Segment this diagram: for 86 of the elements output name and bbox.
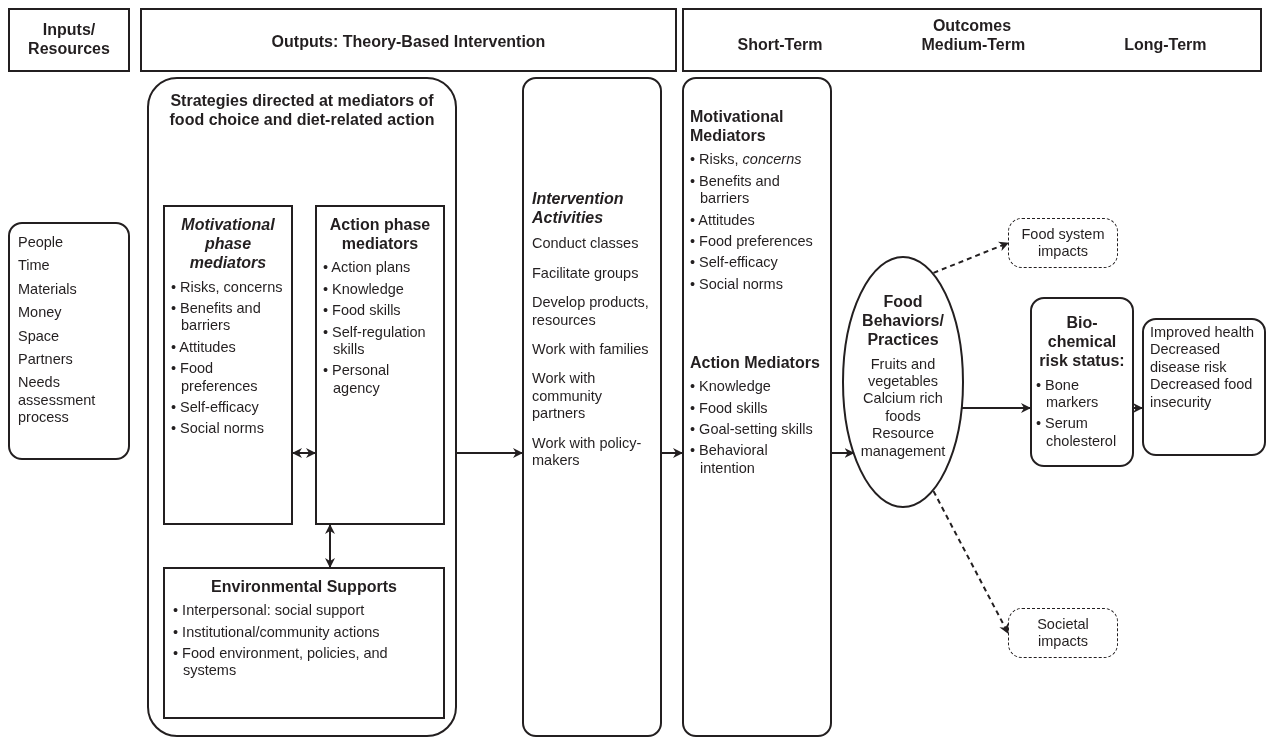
arrow: [831, 448, 855, 458]
rounded-box: [1030, 297, 1134, 467]
heading: Environmental Supports: [210, 577, 398, 597]
list-item: • Personal agency: [323, 362, 391, 398]
list-item: • Risks, concerns: [690, 151, 803, 169]
dashed-rounded-box: [1008, 608, 1118, 658]
rounded-box: [1142, 318, 1266, 456]
arrow: [292, 448, 316, 458]
list-item: Decreased food insecurity: [1150, 376, 1254, 411]
list-item: Money: [18, 304, 63, 322]
heading: Outcomes: [931, 16, 1013, 36]
column-heading: Short-Term: [737, 35, 823, 55]
list-item: • Bone markers: [1036, 376, 1100, 412]
heading: Inputs/ Resources: [27, 20, 111, 59]
list-item: • Behavioral intention: [690, 442, 769, 478]
oval-shape: [842, 256, 964, 508]
list-item: Work with community partners: [532, 370, 604, 423]
list-item: Improved health: [1150, 324, 1255, 342]
heading: Food Behaviors/ Practices: [861, 292, 945, 350]
list-item: Decreased disease risk: [1150, 341, 1228, 377]
box-text: Societal impacts: [1036, 615, 1090, 651]
list-item: • Self-efficacy: [171, 398, 260, 417]
arrow: [932, 241, 1009, 274]
arrow: [932, 490, 1009, 634]
oval-text: Resource management: [859, 425, 947, 460]
heading: Motivational phase mediators: [180, 215, 276, 273]
rounded-box: [8, 222, 130, 460]
list-item: Space: [18, 327, 61, 345]
list-item: • Social norms: [690, 275, 784, 294]
arrow: [456, 448, 523, 458]
list-item: • Action plans: [323, 259, 412, 277]
mediator-box: [315, 205, 445, 525]
arrow: [960, 403, 1031, 413]
list-item: • Benefits and barriers: [690, 172, 781, 208]
list-item: • Food preferences: [171, 360, 259, 395]
column-header-box: [140, 8, 677, 72]
list-item: • Self-efficacy: [690, 254, 779, 272]
mediator-box: [163, 205, 293, 525]
list-item: Partners: [18, 350, 74, 369]
list-item: Time: [18, 257, 51, 275]
rounded-box: [682, 77, 832, 737]
oval-text: Calcium rich foods: [862, 390, 944, 426]
column-heading: Medium-Term: [921, 35, 1026, 55]
list-item: Materials: [18, 280, 78, 299]
column-header-box: [8, 8, 130, 72]
list-item: • Knowledge: [690, 378, 772, 396]
list-item: • Food preferences: [690, 232, 814, 251]
list-item: • Attitudes: [690, 211, 756, 229]
list-item: • Social norms: [171, 420, 265, 438]
heading: Strategies directed at mediators of food choice and diet-related action: [168, 91, 436, 130]
rounded-panel: [147, 77, 457, 737]
arrow: [661, 448, 683, 458]
list-item: • Self-regulation skills: [323, 323, 427, 359]
list-item: Develop products, resources: [532, 294, 650, 329]
list-item: • Goal-setting skills: [690, 421, 814, 439]
heading: Motivational Mediators: [690, 107, 785, 146]
list-item: Conduct classes: [532, 235, 640, 253]
heading: Action Mediators: [690, 353, 821, 373]
heading: Outputs: Theory-Based Intervention: [270, 32, 547, 52]
list-item: • Serum cholesterol: [1036, 415, 1118, 451]
list-item: • Attitudes: [171, 338, 237, 357]
list-item: People: [18, 234, 65, 252]
column-heading: Long-Term: [1124, 35, 1207, 55]
list-item: • Risks, concerns: [171, 278, 284, 296]
heading: Intervention Activities: [532, 189, 625, 228]
dashed-rounded-box: [1008, 218, 1118, 268]
list-item: • Food skills: [690, 399, 769, 418]
rounded-box: [522, 77, 662, 737]
heading: Action phase mediators: [328, 215, 432, 254]
list-item: • Interpersonal: social support: [173, 602, 366, 620]
list-item: • Food skills: [323, 302, 402, 320]
list-item: Needs assessment process: [18, 374, 97, 427]
arrow: [1133, 403, 1143, 413]
list-item: • Food environment, policies, and systems: [173, 644, 389, 680]
arrow: [325, 524, 335, 568]
list-item: Facilitate groups: [532, 264, 640, 283]
list-item: • Institutional/community actions: [173, 623, 381, 641]
list-item: Work with policy-makers: [532, 434, 643, 470]
oval-text: Fruits and vegetables: [866, 355, 940, 391]
box-text: Food system impacts: [1020, 225, 1106, 261]
mediator-box: [163, 567, 445, 719]
list-item: Work with families: [532, 340, 650, 359]
list-item: • Knowledge: [323, 280, 405, 299]
column-header-box: [682, 8, 1262, 72]
list-item: • Benefits and barriers: [171, 299, 262, 335]
heading: Bio-chemical risk status:: [1038, 313, 1126, 371]
